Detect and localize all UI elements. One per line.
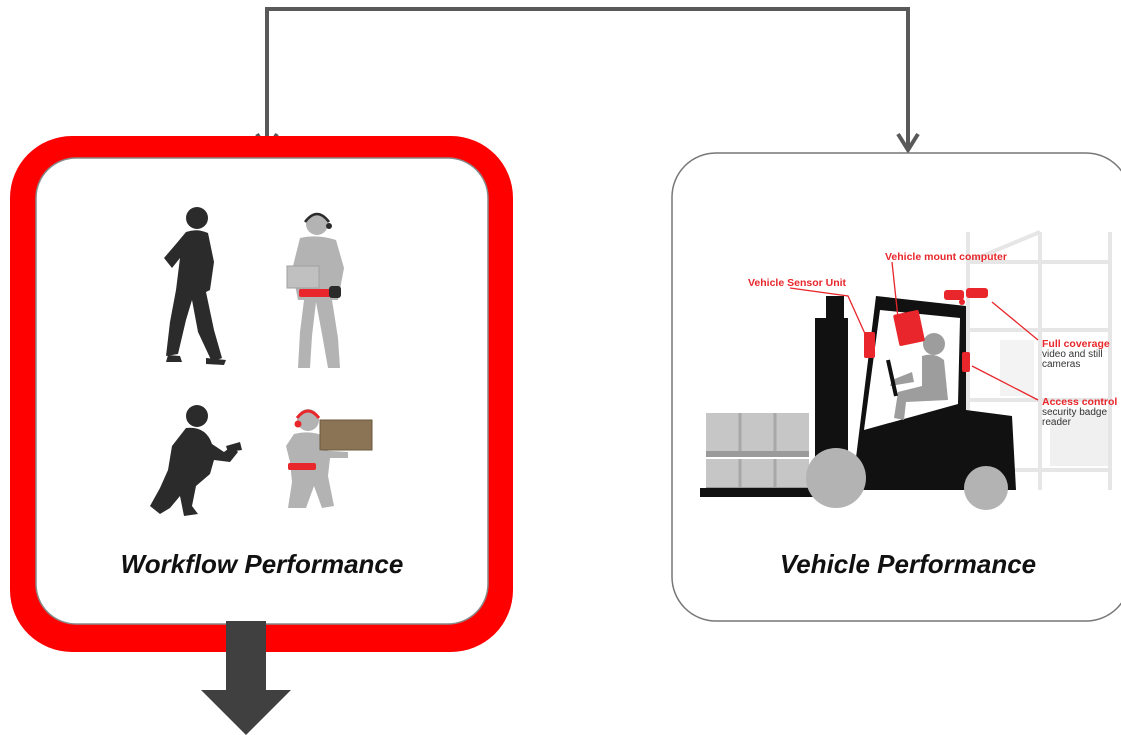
callout-full-coverage-line2: cameras [1042, 359, 1080, 370]
walking-worker-icon [164, 207, 226, 365]
forklift-icon [700, 288, 1016, 510]
access-control-reader-icon [962, 352, 970, 372]
callout-lines [789, 261, 1039, 401]
headset-worker-icon [286, 212, 344, 368]
workflow-box-label: Workflow Performance [121, 549, 404, 579]
callout-full-coverage-title: Full coverage [1042, 338, 1110, 350]
down-arrow-icon [201, 621, 291, 735]
callout-access-control-title: Access control [1042, 396, 1117, 408]
callout-full-coverage-line1: video and still [1042, 349, 1103, 360]
camera-icon [944, 288, 988, 305]
connector-arrow-right [896, 132, 920, 154]
callout-access-control-line2: reader [1042, 417, 1072, 428]
pallets [706, 413, 809, 493]
belt-scanner-icon [299, 289, 335, 297]
top-connector [255, 7, 920, 154]
box-carrying-worker-icon [286, 409, 373, 508]
callout-access-control-line1: security badge [1042, 407, 1107, 418]
vehicle-sensor-unit-icon [864, 332, 875, 358]
kneeling-scanner-worker-icon [150, 405, 242, 516]
carried-box [319, 419, 373, 451]
workflow-box[interactable]: Workflow Performance [10, 136, 513, 652]
vehicle-box-label: Vehicle Performance [780, 549, 1036, 579]
callout-vehicle-mount-computer: Vehicle mount computer [885, 251, 1007, 263]
vehicle-mount-computer-icon [893, 310, 925, 346]
callout-vehicle-sensor-unit: Vehicle Sensor Unit [748, 277, 847, 289]
vehicle-box[interactable]: Vehicle Sensor Unit Vehicle mount comput… [671, 152, 1121, 622]
